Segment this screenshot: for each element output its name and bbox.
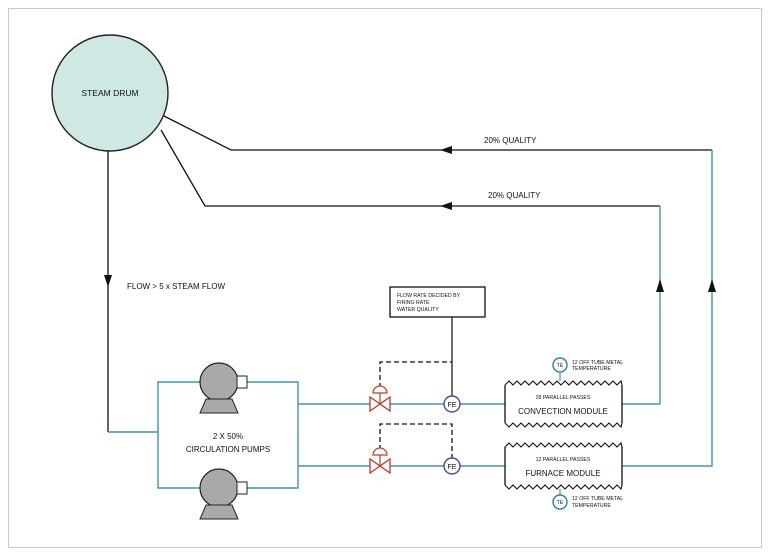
control-note-line2: FIRING RATE: [397, 300, 430, 306]
control-note-line3: WATER QUALITY: [397, 307, 439, 313]
te-bottom-line1: 12 OFF TUBE METAL: [572, 496, 623, 502]
riser-top-arrow: [440, 146, 452, 154]
flow-element-top: [443, 395, 461, 413]
furnace-return-arrow: [708, 279, 716, 292]
circulation-pump-1: [199, 362, 248, 414]
riser-bottom-label: 20% QUALITY: [488, 191, 541, 200]
steam-drum-label: STEAM DRUM: [81, 88, 138, 98]
convection-module-name: CONVECTION MODULE: [518, 407, 608, 416]
te-bottom-line2: TEMPERATURE: [572, 503, 611, 509]
flow-element-bottom-label: FE: [447, 462, 456, 471]
steam-drum: [51, 34, 169, 152]
signal-dashed-bottom: [379, 423, 453, 458]
furnace-passes: 12 PARALLEL PASSES: [536, 457, 591, 463]
flow-element-top-label: FE: [447, 400, 456, 409]
temperature-element-top: [552, 357, 568, 373]
flow-note: FLOW > 5 x STEAM FLOW: [127, 282, 225, 291]
te-top-line1: 12 OFF TUBE METAL: [572, 360, 623, 366]
convection-module: [504, 379, 623, 429]
te-top-symbol: TE: [557, 363, 564, 369]
furnace-module: [504, 441, 623, 491]
te-top-line2: TEMPERATURE: [572, 366, 611, 372]
control-note-box: [389, 286, 486, 318]
signal-dashed-top: [379, 361, 452, 388]
pumps-label-line1: 2 X 50%: [213, 432, 243, 441]
control-valve-bottom: [369, 447, 391, 475]
flow-element-bottom: [443, 457, 461, 475]
pumps-label-line2: CIRCULATION PUMPS: [186, 445, 270, 454]
furnace-return-line: [622, 150, 713, 467]
riser-top-line: [163, 115, 712, 151]
convection-passes: 28 PARALLEL PASSES: [536, 395, 591, 401]
downcomer-arrow: [104, 275, 112, 287]
control-valve-top: [369, 385, 391, 413]
riser-top-label: 20% QUALITY: [484, 136, 537, 145]
control-note-line1: FLOW RATE DECIDED BY: [397, 293, 461, 299]
riser-bottom-line: [160, 129, 660, 207]
pump-header: [157, 381, 299, 489]
convection-return-arrow: [656, 279, 664, 292]
furnace-module-name: FURNACE MODULE: [525, 469, 600, 478]
temperature-element-bottom: [552, 494, 568, 510]
circulation-pump-2: [199, 468, 248, 520]
te-bottom-symbol: TE: [557, 500, 564, 506]
riser-bottom-arrow: [440, 202, 452, 210]
convection-return-line: [622, 206, 661, 405]
